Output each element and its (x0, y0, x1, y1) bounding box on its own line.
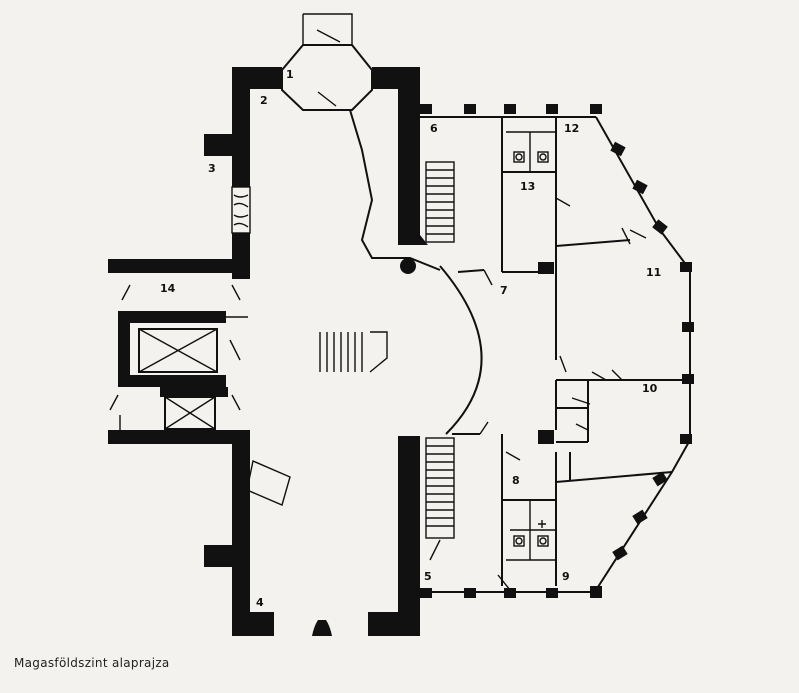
wood-panel (231, 186, 251, 234)
room-number-9: 9 (562, 570, 570, 583)
faceted-facade (590, 116, 694, 596)
room-number-4: 4 (256, 596, 264, 609)
room-number-10: 10 (642, 382, 658, 395)
room-number-13: 13 (520, 180, 535, 193)
entrance-bay (281, 13, 441, 271)
curved-wall (439, 265, 493, 435)
right-wing-partitions (497, 117, 690, 591)
lower-stair (425, 437, 455, 561)
left-walls (108, 67, 282, 636)
wc-fixtures (506, 131, 556, 561)
room-number-11: 11 (646, 266, 661, 279)
room-number-12: 12 (564, 122, 579, 135)
room-number-7: 7 (500, 284, 508, 297)
figure-caption: Magasföldszint alaprajza (14, 656, 170, 670)
room-number-1: 1 (286, 68, 294, 81)
room-number-3: 3 (208, 162, 216, 175)
room-number-14: 14 (160, 282, 176, 295)
bottom-walls (312, 436, 602, 636)
room-number-8: 8 (512, 474, 520, 487)
central-stair (319, 331, 388, 373)
upper-right-walls (372, 67, 602, 274)
tilted-block (246, 460, 291, 506)
upper-stair (425, 161, 455, 243)
room-number-2: 2 (260, 94, 268, 107)
room-number-6: 6 (430, 122, 438, 135)
elevator-shafts (109, 284, 248, 430)
room-number-5: 5 (424, 570, 432, 583)
room-number-labels: 1 2 3 4 5 6 7 8 9 10 11 12 13 14 (160, 68, 661, 609)
